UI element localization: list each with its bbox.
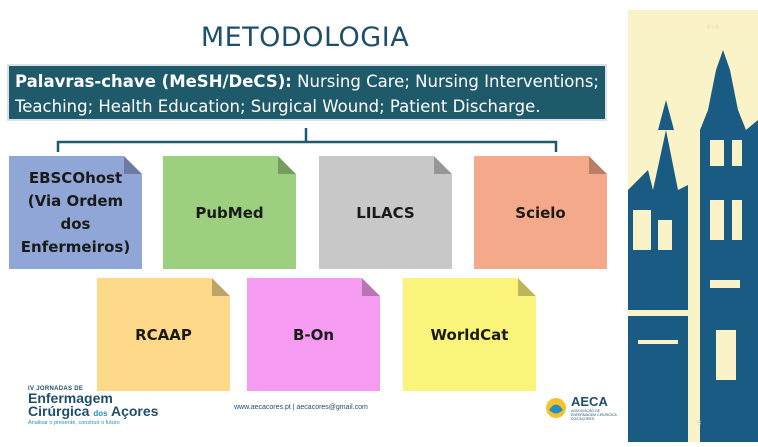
event-logo: IV JORNADAS DE Enfermagem Cirúrgica dos … [28,386,198,426]
database-box-lilacs: LILACS [319,156,452,269]
keywords-terms: Nursing Care; Nursing Interventions; Tea… [15,72,599,116]
event-title-cirurgica: Cirúrgica [28,403,90,419]
database-label: Scielo [515,203,566,222]
database-label: WorldCat [430,325,509,344]
aeca-description: ASSOCIAÇÃO DE ENFERMAGEM CIRÚRGICA DOS A… [571,409,617,421]
event-title-dos: dos [93,409,108,418]
database-box-rcaap: RCAAP [97,278,230,391]
database-label: LILACS [356,203,415,222]
database-label: RCAAP [135,325,192,344]
church-illustration [628,50,758,442]
keywords-box: Palavras-chave (MeSH/DeCS): Nursing Care… [7,64,607,121]
side-decorative-panel [628,10,758,442]
aeca-logo: AECA ASSOCIAÇÃO DE ENFERMAGEM CIRÚRGICA … [545,394,621,421]
database-box-b-on: B-On [247,278,380,391]
keywords-label: Palavras-chave (MeSH/DeCS): [15,72,292,91]
database-label: B-On [292,325,335,344]
event-title-line2: Cirúrgica dos Açores [28,403,198,420]
event-small-title: IV JORNADAS DE [28,386,84,392]
bracket-connector [56,128,558,152]
database-box-pubmed: PubMed [163,156,296,269]
page-number: 8 [697,420,701,427]
database-box-worldcat: WorldCat [403,278,536,391]
page-indicator: 8 / 8 [707,25,719,31]
database-label: EBSCOhost (Via Ordem dos Enfermeiros) [20,168,131,256]
aeca-name: AECA [571,394,608,409]
contact-info: www.aecacores.pt | aecacores@gmail.com [234,404,368,411]
database-label: PubMed [195,203,264,222]
event-tagline: Analisar o presente, construir o futuro [28,420,120,426]
database-box-ebscohost: EBSCOhost (Via Ordem dos Enfermeiros) [9,156,142,269]
aeca-emblem-icon [546,397,566,418]
database-box-scielo: Scielo [474,156,607,269]
slide-title: METODOLOGIA [200,22,410,53]
event-title-line1: Enfermagem [28,390,113,406]
event-title-acores: Açores [110,403,159,419]
